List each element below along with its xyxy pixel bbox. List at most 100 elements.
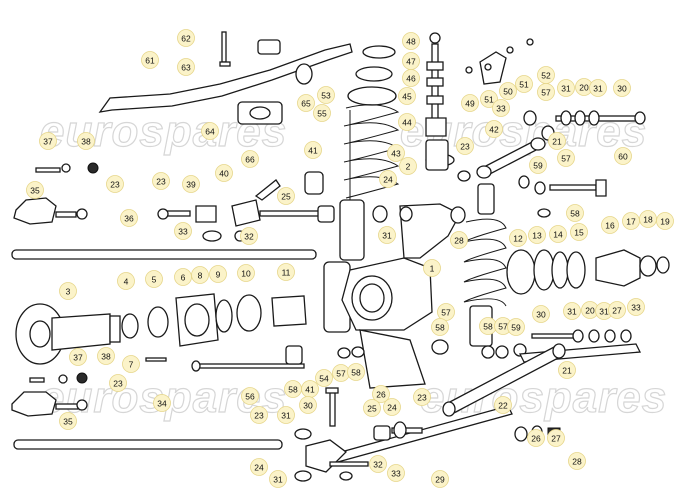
callout-26: 26	[372, 385, 390, 403]
callout-label: 47	[406, 57, 416, 67]
callout-label: 33	[178, 227, 188, 237]
callout-label: 23	[254, 411, 264, 421]
callout-badge	[515, 75, 533, 93]
callout-badge	[191, 266, 209, 284]
callout-23: 23	[250, 406, 268, 424]
callout-label: 15	[574, 228, 584, 238]
callout-28: 28	[568, 452, 586, 470]
callout-badge	[378, 226, 396, 244]
callout-label: 30	[303, 401, 313, 411]
callout-label: 8	[198, 271, 203, 281]
callout-47: 47	[402, 52, 420, 70]
callout-label: 25	[367, 404, 377, 414]
callout-badge	[241, 387, 259, 405]
callout-41: 41	[301, 380, 319, 398]
callout-badge	[402, 69, 420, 87]
callout-badge	[59, 282, 77, 300]
callout-2: 2	[399, 157, 417, 175]
callout-label: 28	[454, 236, 464, 246]
bush-41	[304, 171, 335, 223]
callout-64: 64	[201, 122, 219, 140]
callout-badge	[557, 149, 575, 167]
callout-label: 23	[460, 142, 470, 152]
bolt-60	[518, 175, 607, 197]
callout-label: 42	[489, 125, 499, 135]
callout-label: 57	[561, 154, 571, 164]
callout-badge	[299, 396, 317, 414]
callout-58: 58	[479, 317, 497, 335]
callout-31: 31	[563, 302, 581, 320]
callout-badge	[109, 374, 127, 392]
callout-label: 58	[483, 322, 493, 332]
callout-19: 19	[656, 212, 674, 230]
callout-12: 12	[509, 229, 527, 247]
callout-56: 56	[241, 387, 259, 405]
callout-51: 51	[480, 90, 498, 108]
callout-46: 46	[402, 69, 420, 87]
callout-badge	[69, 348, 87, 366]
callout-31: 31	[277, 406, 295, 424]
callout-label: 31	[561, 84, 571, 94]
callout-badge	[656, 212, 674, 230]
callout-label: 9	[216, 270, 221, 280]
callout-30: 30	[532, 305, 550, 323]
callout-17: 17	[622, 212, 640, 230]
callout-label: 52	[541, 71, 551, 81]
callout-label: 50	[503, 87, 513, 97]
callout-label: 57	[336, 369, 346, 379]
callout-label: 25	[281, 192, 291, 202]
callout-label: 4	[124, 277, 129, 287]
callout-23: 23	[106, 175, 124, 193]
callout-27: 27	[608, 301, 626, 319]
callout-label: 55	[317, 109, 327, 119]
callout-label: 40	[219, 169, 229, 179]
callout-31: 31	[589, 79, 607, 97]
callout-24: 24	[379, 170, 397, 188]
callout-29: 29	[431, 470, 449, 488]
callout-badge	[277, 406, 295, 424]
callout-52: 52	[537, 66, 555, 84]
callout-59: 59	[529, 156, 547, 174]
callout-badge	[182, 175, 200, 193]
washer-row	[337, 170, 551, 359]
callout-label: 1	[430, 264, 435, 274]
callout-label: 27	[612, 306, 622, 316]
callout-badge	[237, 264, 255, 282]
callout-badge	[614, 147, 632, 165]
callout-badge	[372, 385, 390, 403]
front-hub-assembly	[506, 249, 670, 295]
callout-badge	[277, 263, 295, 281]
rear-coil-spring-damper	[425, 139, 507, 347]
callout-label: 51	[519, 80, 529, 90]
callout-badge	[120, 209, 138, 227]
callout-label: 37	[73, 353, 83, 363]
callout-badge	[122, 355, 140, 373]
callout-35: 35	[59, 412, 77, 430]
callout-label: 48	[406, 37, 416, 47]
callout-badge	[507, 318, 525, 336]
callout-label: 36	[124, 214, 134, 224]
callout-badge	[431, 470, 449, 488]
callout-label: 59	[511, 323, 521, 333]
callout-badge	[177, 29, 195, 47]
callout-label: 58	[570, 209, 580, 219]
callout-51: 51	[515, 75, 533, 93]
callout-badge	[402, 32, 420, 50]
callout-label: 20	[579, 83, 589, 93]
callout-26: 26	[527, 429, 545, 447]
callout-label: 23	[417, 393, 427, 403]
callout-badge	[398, 87, 416, 105]
callout-57: 57	[557, 149, 575, 167]
callout-label: 2	[406, 162, 411, 172]
callout-39: 39	[182, 175, 200, 193]
callout-30: 30	[613, 79, 631, 97]
callout-label: 56	[245, 392, 255, 402]
callout-15: 15	[570, 223, 588, 241]
callout-badge	[387, 464, 405, 482]
roll-bar-clamp	[219, 31, 313, 125]
lower-link-22	[442, 343, 566, 417]
callout-label: 23	[156, 177, 166, 187]
callout-label: 24	[387, 403, 397, 413]
